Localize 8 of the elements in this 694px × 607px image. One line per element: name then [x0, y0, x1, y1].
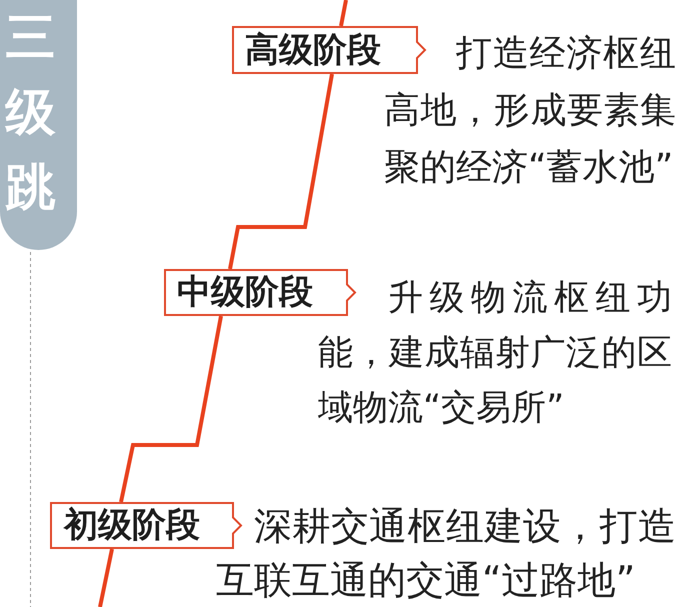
stage-box: 中级阶段	[164, 269, 357, 316]
title-tab: 三级跳	[0, 0, 77, 250]
connector-line	[228, 74, 334, 270]
stage-box: 初级阶段	[50, 502, 243, 549]
connector-line	[119, 316, 223, 502]
connector-line	[339, 0, 348, 26]
stage-box: 高级阶段	[232, 26, 427, 74]
connector-line	[98, 548, 114, 607]
